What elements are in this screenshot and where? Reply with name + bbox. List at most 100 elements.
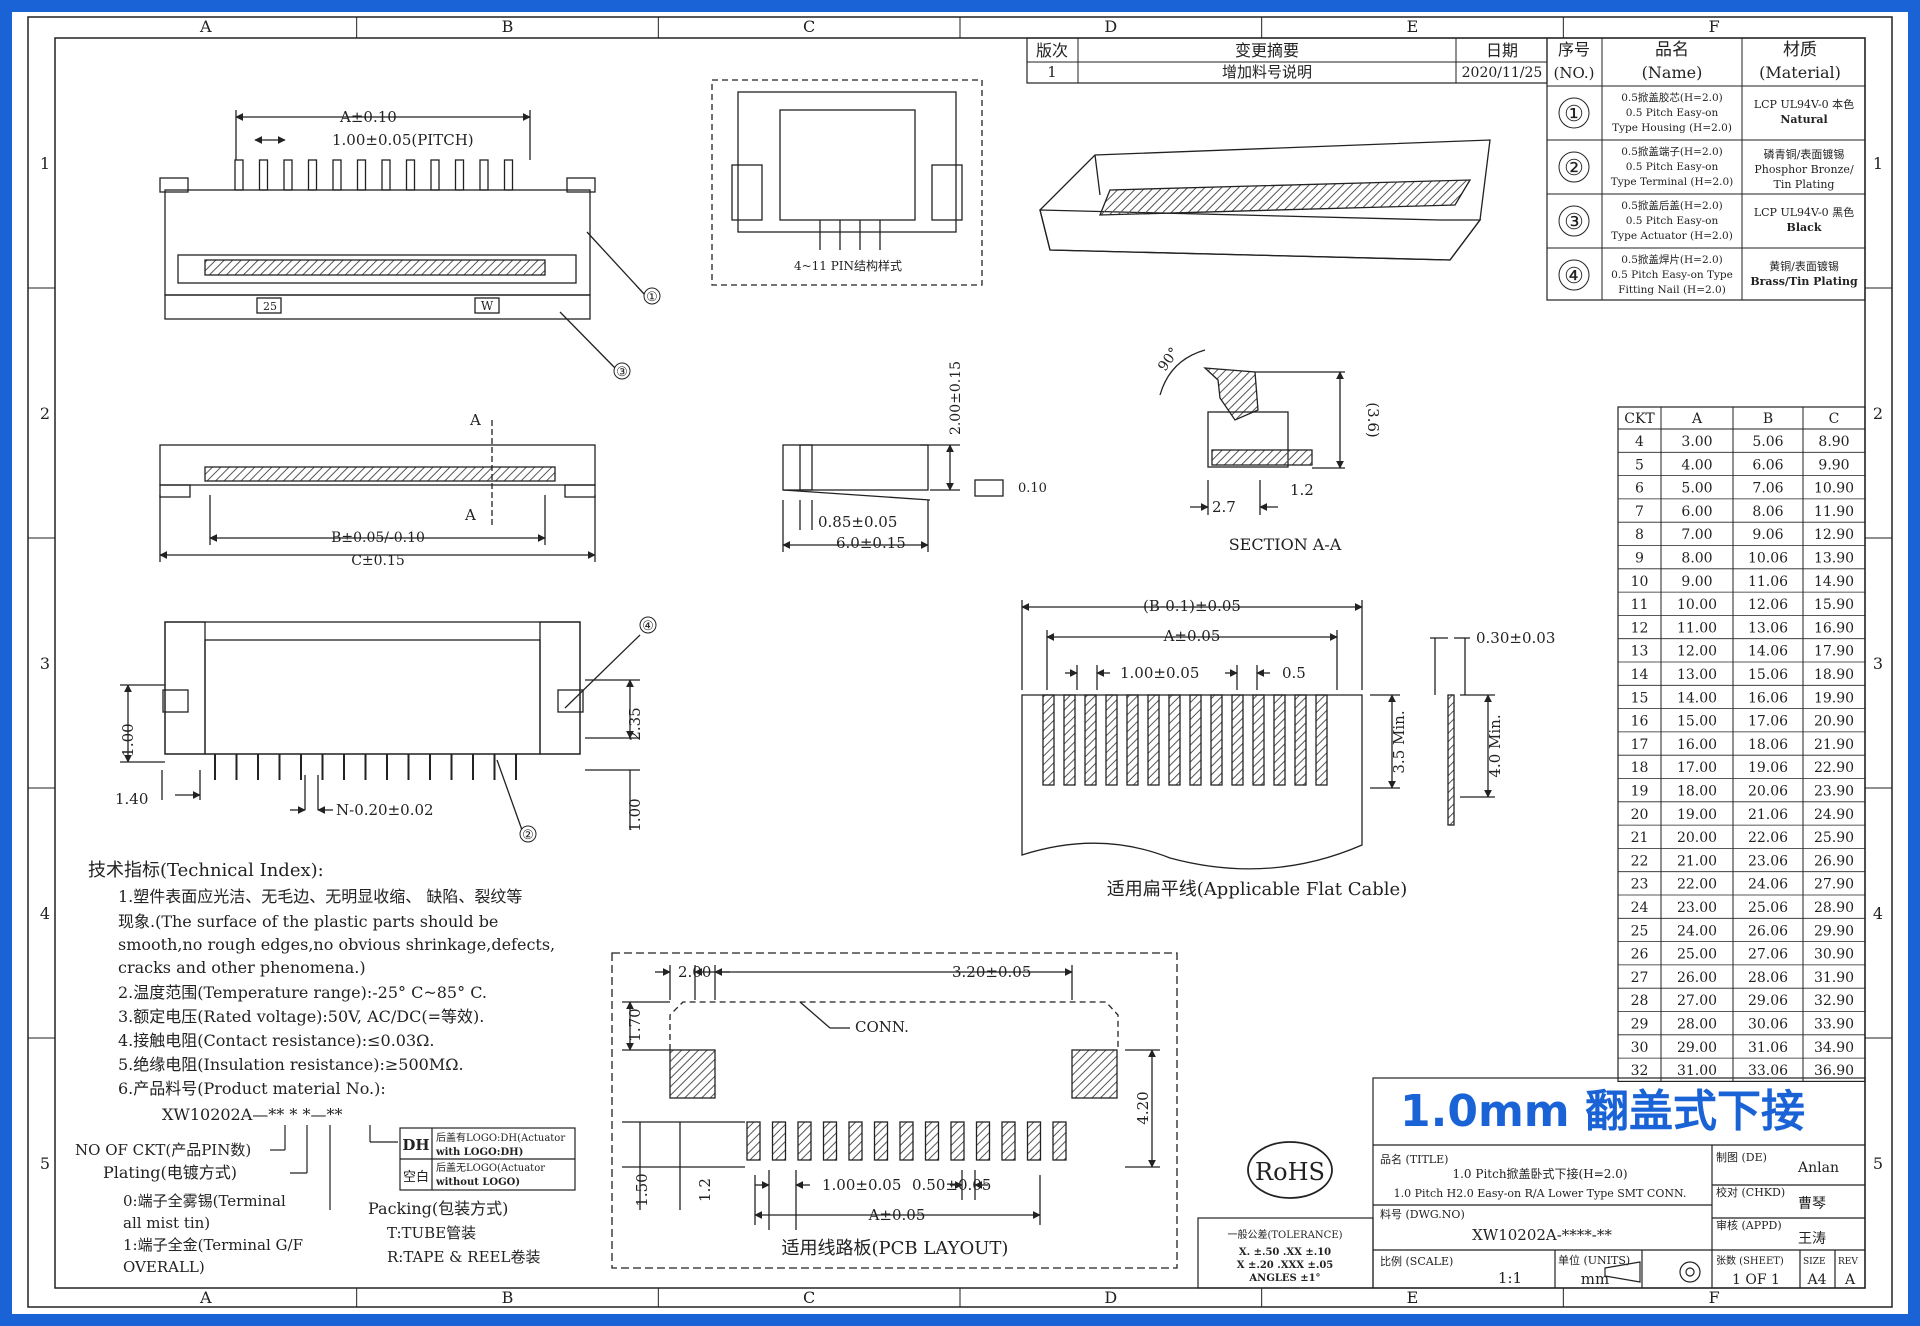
callout-4-circle <box>639 616 657 634</box>
dim-bottom-100: 1.00 <box>119 723 137 756</box>
ckt-cell: 11.90 <box>1814 504 1854 520</box>
ckt-cell: 23 <box>1631 877 1649 893</box>
ckt-cell: 33.90 <box>1814 1017 1854 1033</box>
ckt-cell: 27.06 <box>1748 947 1788 963</box>
ckt-cell: 13.00 <box>1677 667 1717 683</box>
ckt-cell: 6 <box>1635 481 1644 497</box>
zone-row-left: 4 <box>40 904 50 923</box>
dim-pcb-a: A±0.05 <box>868 1206 926 1224</box>
tech-line: 4.接触电阻(Contact resistance):≤0.03Ω. <box>118 1031 435 1050</box>
none-text-b: without LOGO) <box>435 1177 520 1188</box>
bom-name-line: 0.5掀盖端子(H=2.0) <box>1621 145 1723 158</box>
ckt-cell: 31.06 <box>1748 1040 1788 1056</box>
ckt-cell: 31.90 <box>1814 970 1854 986</box>
ckt-cell: 25 <box>1631 923 1649 939</box>
ckt-cell: 18.00 <box>1677 784 1717 800</box>
ckt-cell: 21.06 <box>1748 807 1788 823</box>
bom-no-en-header: (NO.) <box>1553 64 1594 82</box>
ckt-cell: 8.06 <box>1752 504 1783 520</box>
ckt-cell: 27 <box>1631 970 1649 986</box>
zone-col-top: A <box>199 17 212 36</box>
tolerance-row-1: X. ±.50 .XX ±.10 <box>1239 1247 1331 1258</box>
zone-row-right: 4 <box>1873 904 1883 923</box>
ckt-cell: 29 <box>1631 1017 1649 1033</box>
zone-col-top: D <box>1104 17 1117 36</box>
drawn-by: Anlan <box>1797 1160 1839 1176</box>
callout-1-circle <box>643 287 661 305</box>
dim-fpc-05: 0.5 <box>1282 664 1306 682</box>
none-code: 空白 <box>403 1169 429 1185</box>
section-mark-top: A <box>469 411 481 429</box>
ckt-cell: 29.90 <box>1814 923 1854 939</box>
size-label: SIZE <box>1803 1257 1826 1267</box>
ckt-cell: 16.00 <box>1677 737 1717 753</box>
dim-section-27: 2.7 <box>1212 498 1236 516</box>
dim-front-a: A±0.10 <box>339 108 397 126</box>
dim-fpc-b: (B-0.1)±0.05 <box>1143 597 1241 615</box>
ckt-cell: 4.00 <box>1681 457 1712 473</box>
rohs-mark: RoHS <box>1255 1158 1325 1186</box>
flatness-value: 0.10 <box>1018 481 1047 496</box>
zone-col-top: C <box>803 17 815 36</box>
bom-name-line: Type Terminal (H=2.0) <box>1611 176 1734 188</box>
ckt-cell: 17.90 <box>1814 644 1854 660</box>
ckt-cell: 28 <box>1631 993 1649 1009</box>
tech-line: 2.温度范围(Temperature range):-25° C~85° C. <box>118 983 487 1002</box>
bom-no: ② <box>1564 156 1584 181</box>
ckt-cell: 19.90 <box>1814 690 1854 706</box>
isometric-view <box>1039 139 1491 261</box>
ckt-cell: 8 <box>1635 527 1644 543</box>
callout-1: ① <box>646 290 658 305</box>
bom-material-line: Black <box>1787 221 1822 234</box>
bom-no: ④ <box>1564 264 1584 289</box>
ckt-cell: 12.06 <box>1748 597 1788 613</box>
plating-1-a: 1:端子全金(Terminal G/F <box>123 1236 303 1254</box>
section-title: SECTION A-A <box>1229 535 1342 554</box>
ckt-cell: 26.00 <box>1677 970 1717 986</box>
date-cell: 2020/11/25 <box>1462 65 1543 81</box>
ckt-cell: 30 <box>1631 1040 1649 1056</box>
bom-name-line: Fitting Nail (H=2.0) <box>1618 284 1726 296</box>
bom-name-line: Type Actuator (H=2.0) <box>1611 230 1733 242</box>
dh-text-a: 后盖有LOGO:DH(Actuator <box>436 1131 565 1144</box>
zone-col-bottom: B <box>502 1288 514 1307</box>
top-view <box>159 420 596 562</box>
pcb-title: 适用线路板(PCB LAYOUT) <box>782 1238 1009 1259</box>
rev-value: A <box>1844 1272 1856 1288</box>
mark-25: 25 <box>263 300 277 313</box>
ckt-cell: 17 <box>1631 737 1649 753</box>
ckt-cell: 16.06 <box>1748 690 1788 706</box>
approved-by: 王涛 <box>1798 1231 1826 1247</box>
ckt-cell: 20.00 <box>1677 830 1717 846</box>
ckt-cell: 27.00 <box>1677 993 1717 1009</box>
bom-material-header: 材质 <box>1783 40 1817 60</box>
ckt-cell: 21 <box>1631 830 1649 846</box>
bom-material-line: Natural <box>1780 113 1827 126</box>
ckt-cell: 25.00 <box>1677 947 1717 963</box>
tech-line: smooth,no rough edges,no obvious shrinka… <box>118 935 555 954</box>
ckt-cell: 25.90 <box>1814 830 1854 846</box>
zone-row-left: 2 <box>40 404 50 423</box>
title-en: 1.0 Pitch H2.0 Easy-on R/A Lower Type SM… <box>1394 1187 1687 1200</box>
ckt-cell: 7.06 <box>1752 481 1783 497</box>
ckt-cell: 9.00 <box>1681 574 1712 590</box>
ckt-cell: 25.06 <box>1748 900 1788 916</box>
scale-value: 1:1 <box>1498 1269 1522 1287</box>
ckt-cell: 5.00 <box>1681 481 1712 497</box>
callout-3-circle <box>613 362 631 380</box>
rev-cell: 1 <box>1047 63 1057 81</box>
zone-row-right: 5 <box>1873 1154 1883 1173</box>
tech-line: 现象.(The surface of the plastic parts sho… <box>118 912 498 931</box>
ckt-cell: 12.00 <box>1677 644 1717 660</box>
zone-row-right: 1 <box>1873 154 1883 173</box>
tolerance-title: 一般公差(TOLERANCE) <box>1227 1228 1342 1241</box>
ckt-cell: 23.00 <box>1677 900 1717 916</box>
ckt-cell: 11 <box>1631 597 1649 613</box>
tech-line: 6.产品料号(Product material No.): <box>118 1079 386 1098</box>
dim-pcb-150: 1.50 <box>633 1173 651 1206</box>
checked-label: 校对 (CHKD) <box>1716 1185 1785 1199</box>
dim-section-12: 1.2 <box>1290 481 1314 499</box>
